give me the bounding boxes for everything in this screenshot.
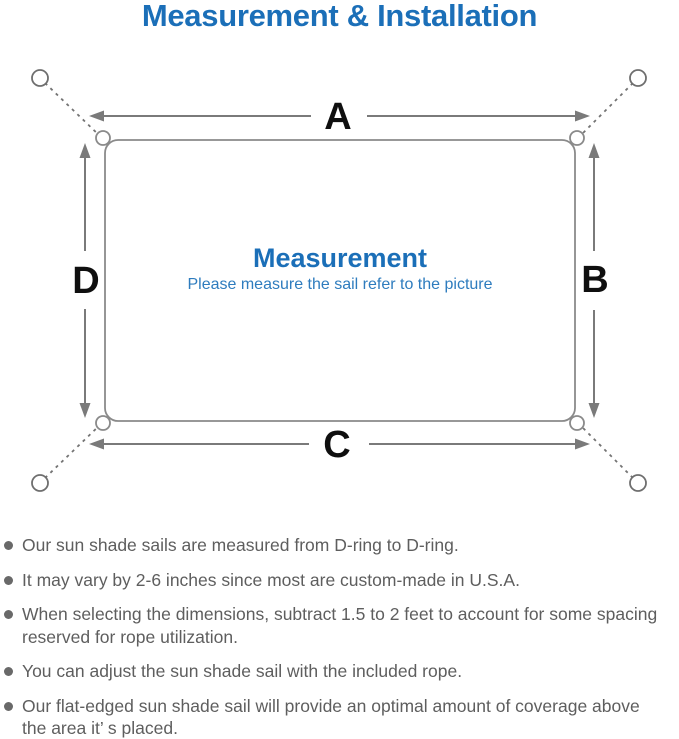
arrowhead-icon [575, 110, 590, 122]
dot-icon [4, 667, 13, 676]
list-item: You can adjust the sun shade sail with t… [2, 660, 677, 683]
list-item: Our sun shade sails are measured from D-… [2, 534, 677, 557]
arrowhead-icon [79, 143, 91, 158]
note-text: It may vary by 2-6 inches since most are… [22, 569, 520, 592]
notes-list: Our sun shade sails are measured from D-… [2, 534, 677, 739]
note-line: Our flat-edged sun shade sail will provi… [22, 695, 640, 716]
dimension-label-b: B [581, 259, 608, 301]
ring-icon [31, 474, 49, 492]
dot-icon [4, 701, 13, 711]
note-text: You can adjust the sun shade sail with t… [22, 660, 462, 683]
arrowhead-icon [89, 438, 104, 450]
dimension-label-c: C [323, 424, 350, 466]
note-line: reserved for rope utilization. [22, 626, 238, 647]
diagram-center-subtitle: Please measure the sail refer to the pic… [187, 276, 493, 293]
note-line: When selecting the dimensions, subtract … [22, 604, 658, 624]
dot-icon [4, 541, 13, 550]
page-title: Measurement & Installation [141, 0, 538, 33]
list-item: It may vary by 2-6 inches since most are… [2, 569, 677, 592]
d-ring-icon [569, 415, 585, 431]
d-ring-icon [95, 130, 111, 146]
note-line: It may vary by 2-6 inches since most are… [22, 569, 520, 590]
d-ring-icon [569, 130, 585, 146]
note-line: Our sun shade sails are measured from D-… [22, 535, 459, 555]
tension-line-top-right [577, 82, 634, 139]
dimension-arrows [79, 110, 600, 450]
list-item: When selecting the dimensions, subtract … [2, 603, 677, 648]
note-line: You can adjust the sun shade sail with t… [22, 661, 463, 681]
ring-icon [31, 69, 49, 87]
ring-icon [629, 474, 647, 492]
arrowhead-icon [588, 403, 600, 418]
tension-lines [44, 82, 634, 479]
dimension-label-a: A [324, 96, 351, 138]
list-item: Our flat-edged sun shade sail will provi… [2, 695, 677, 739]
dot-icon [4, 575, 13, 585]
arrowhead-icon [79, 403, 91, 418]
note-line: the area it’ s placed. [22, 718, 178, 738]
sail-corner-d-rings [95, 130, 585, 431]
d-ring-icon [95, 415, 111, 431]
sail-outline [104, 139, 576, 422]
tension-line-top-left [44, 82, 103, 139]
tension-line-bottom-left [44, 422, 103, 479]
note-text: Our sun shade sails are measured from D-… [22, 534, 459, 557]
dimension-label-d: D [72, 260, 99, 302]
tension-line-bottom-right [577, 422, 634, 479]
dot-icon [4, 610, 13, 619]
anchor-rings [31, 69, 647, 492]
arrowhead-icon [575, 438, 590, 450]
arrowhead-icon [89, 110, 104, 122]
ring-icon [629, 69, 647, 87]
diagram-center-title: Measurement [252, 243, 428, 273]
note-text: When selecting the dimensions, subtract … [22, 603, 657, 648]
note-text: Our flat-edged sun shade sail will provi… [22, 695, 640, 739]
arrowhead-icon [588, 143, 600, 158]
